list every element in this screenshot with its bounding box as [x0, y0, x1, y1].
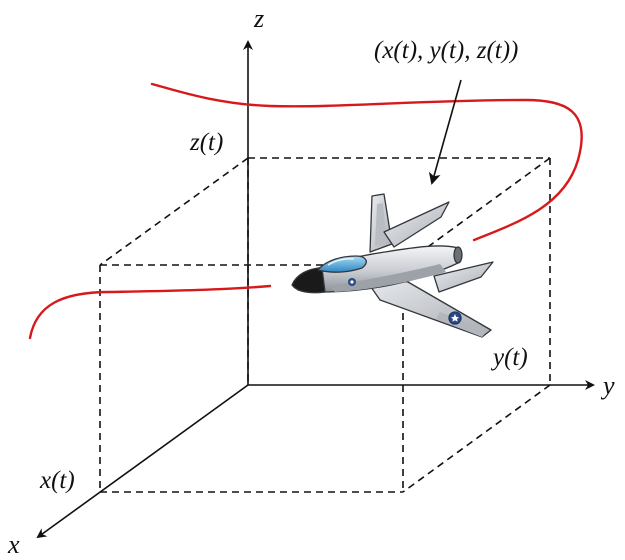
jet-airplane-icon [291, 193, 494, 338]
trajectory-curve [28, 284, 272, 340]
x-axis [36, 384, 249, 539]
position-label: (x(t), y(t), z(t)) [374, 37, 519, 64]
y-axis-label: y [603, 371, 615, 400]
z-t-label: z(t) [190, 129, 224, 156]
x-t-label: x(t) [40, 467, 75, 494]
coordinate-axes [36, 40, 595, 539]
x-axis-label: x [8, 530, 20, 559]
trajectory-curve-far [150, 82, 583, 242]
z-axis-label: z [254, 4, 265, 33]
y-t-label: y(t) [493, 344, 528, 371]
position-pointer-arrow [428, 79, 462, 185]
